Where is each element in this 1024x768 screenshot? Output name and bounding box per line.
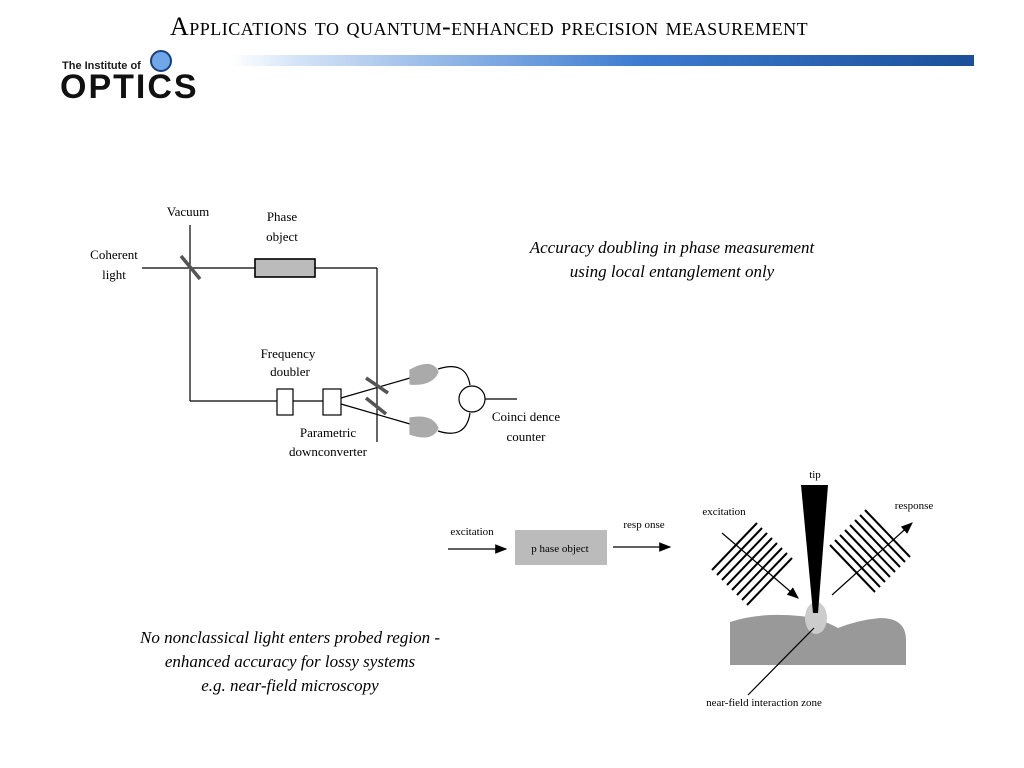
interferometer-diagram xyxy=(142,225,517,442)
detector-wire xyxy=(437,366,471,386)
caption-bottom: No nonclassical light enters probed regi… xyxy=(100,626,480,698)
caption-top-line: using local entanglement only xyxy=(569,262,775,281)
excitation-arrow xyxy=(721,532,799,599)
coincidence-counter-circle xyxy=(458,385,486,413)
probe-tip xyxy=(801,485,828,613)
label-tip: tip xyxy=(809,469,821,481)
logo-top-text: The Institute of xyxy=(62,60,141,72)
caption-top: Accuracy doubling in phase measurement u… xyxy=(486,236,858,284)
response-waves xyxy=(829,509,911,593)
beam-splitter xyxy=(364,396,388,416)
phase-object-box xyxy=(254,258,316,278)
nearfield-diagram: tip excitation response near-field inter… xyxy=(702,469,933,709)
sample-surface xyxy=(730,614,906,665)
slide-title: Applications to quantum-enhanced precisi… xyxy=(170,12,809,41)
beam-line xyxy=(340,377,411,399)
logo-main-text: OPTICS xyxy=(60,68,199,106)
response-arrow xyxy=(831,522,913,596)
label-coherent-2: light xyxy=(102,267,126,282)
logo-wave-icon xyxy=(150,50,172,72)
interaction-zone xyxy=(805,602,827,634)
label-nf-excitation: excitation xyxy=(702,506,746,518)
beam-splitter xyxy=(365,376,389,395)
caption-bottom-line: No nonclassical light enters probed regi… xyxy=(140,628,440,647)
label-phase-object-1: Phase xyxy=(267,209,298,224)
downconverter-box xyxy=(322,388,342,416)
detector-wire xyxy=(437,412,471,434)
zone-pointer-line xyxy=(747,627,815,696)
label-coincidence-2: counter xyxy=(507,429,547,444)
institute-logo: The Institute of OPTICS xyxy=(58,50,230,106)
label-downconverter-1: Parametric xyxy=(300,425,357,440)
phase-object-rect xyxy=(515,530,607,565)
label-excitation: excitation xyxy=(450,526,494,538)
beam-line xyxy=(340,403,411,425)
phase-object-diagram: excitation p hase object resp onse xyxy=(448,519,672,565)
frequency-doubler-box xyxy=(276,388,294,416)
label-freq-doubler-2: doubler xyxy=(270,364,310,379)
detector-icon xyxy=(409,416,439,438)
label-coincidence-1: Coinci dence xyxy=(492,409,560,424)
label-phase-object: p hase object xyxy=(531,543,588,555)
label-nf-response: response xyxy=(895,500,934,512)
caption-top-line: Accuracy doubling in phase measurement xyxy=(529,238,815,257)
label-vacuum: Vacuum xyxy=(167,204,210,219)
label-freq-doubler-1: Frequency xyxy=(261,346,316,361)
label-downconverter-2: downconverter xyxy=(289,444,368,459)
header-gradient-bar xyxy=(232,55,974,66)
label-phase-object-2: object xyxy=(266,229,298,244)
caption-bottom-line: enhanced accuracy for lossy systems xyxy=(164,652,416,671)
excitation-waves xyxy=(711,522,793,606)
label-nf-zone: near-field interaction zone xyxy=(706,697,822,709)
caption-bottom-line: e.g. near-field microscopy xyxy=(201,676,379,695)
detector-icon xyxy=(409,363,439,385)
beam-splitter xyxy=(179,254,202,281)
label-coherent-1: Coherent xyxy=(90,247,138,262)
label-response: resp onse xyxy=(623,519,664,531)
